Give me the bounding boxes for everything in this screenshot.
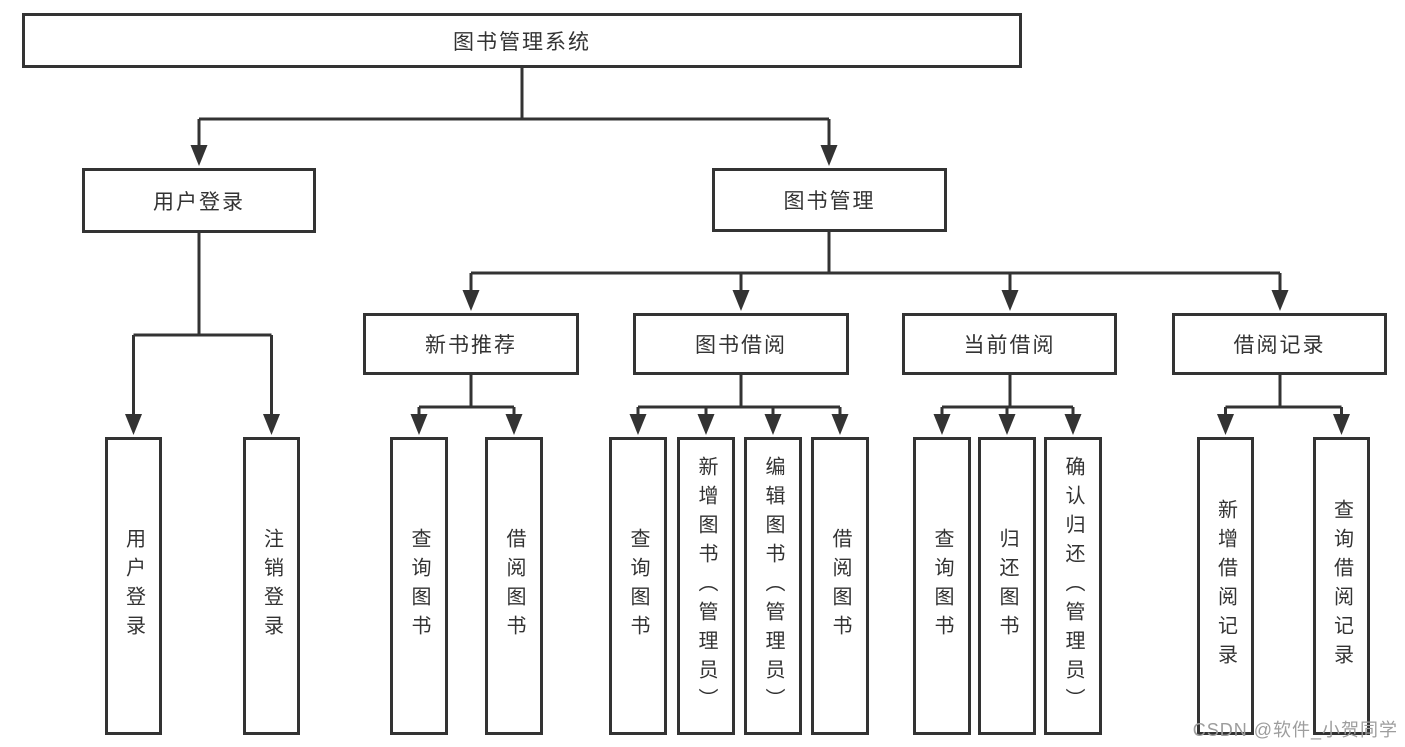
connector-root-to-level2 (197, 68, 831, 147)
leaf-current-confirm-admin: 确认归还（管理员） (1044, 437, 1102, 735)
leaf-current-confirm-admin-label: 确认归还（管理员） (1062, 455, 1084, 717)
arrowheads-new-book-branch (410, 414, 523, 435)
leaf-logout: 注销登录 (243, 437, 300, 735)
leaf-new-book-borrow: 借阅图书 (485, 437, 543, 735)
leaf-new-book-query: 查询图书 (390, 437, 448, 735)
arrowheads-user-login-branch (125, 414, 280, 435)
arrowheads-borrow-record-branch (1217, 414, 1350, 435)
node-new-book-recommend-label: 新书推荐 (425, 334, 517, 357)
leaf-user-login-label: 用户登录 (122, 528, 145, 644)
node-borrow-record: 借阅记录 (1172, 313, 1387, 375)
leaf-current-query: 查询图书 (913, 437, 971, 735)
arrowheads-current-borrow-branch (933, 414, 1082, 435)
leaf-record-add-label: 新增借阅记录 (1214, 499, 1237, 673)
arrowheads-level3 (462, 290, 1289, 311)
node-user-login-label: 用户登录 (153, 190, 245, 214)
leaf-logout-label: 注销登录 (260, 528, 283, 644)
node-book-management: 图书管理 (712, 168, 947, 232)
node-book-borrow-label: 图书借阅 (695, 334, 787, 357)
leaf-borrow-query-label: 查询图书 (627, 528, 649, 644)
leaf-borrow-add-admin-label: 新增图书（管理员） (695, 455, 717, 717)
node-book-management-label: 图书管理 (783, 190, 876, 213)
node-new-book-recommend: 新书推荐 (363, 313, 579, 375)
node-current-borrow-label: 当前借阅 (963, 334, 1056, 357)
connector-borrow-record-branch (1224, 375, 1343, 416)
connector-current-borrow-branch (940, 375, 1075, 416)
leaf-new-book-borrow-label: 借阅图书 (503, 528, 525, 644)
leaf-record-query: 查询借阅记录 (1313, 437, 1370, 735)
arrowheads-level2 (190, 145, 838, 166)
leaf-record-add: 新增借阅记录 (1197, 437, 1254, 735)
connector-new-book-branch (417, 375, 516, 416)
leaf-borrow-add-admin: 新增图书（管理员） (677, 437, 735, 735)
leaf-current-query-label: 查询图书 (931, 528, 953, 644)
node-current-borrow: 当前借阅 (902, 313, 1117, 375)
csdn-watermark: CSDN @软件_小贺同学 (1192, 720, 1398, 740)
connector-book-management-branch (469, 232, 1282, 292)
leaf-user-login: 用户登录 (105, 437, 162, 735)
leaf-record-query-label: 查询借阅记录 (1330, 499, 1353, 673)
node-book-borrow: 图书借阅 (633, 313, 849, 375)
leaf-borrow-edit-admin-label: 编辑图书（管理员） (762, 455, 784, 717)
connector-user-login-branch (132, 233, 273, 416)
leaf-current-return-label: 归还图书 (996, 528, 1018, 644)
leaf-borrow-book-label: 借阅图书 (829, 528, 851, 644)
leaf-new-book-query-label: 查询图书 (408, 528, 430, 644)
leaf-borrow-edit-admin: 编辑图书（管理员） (744, 437, 802, 735)
node-root-label: 图书管理系统 (453, 30, 591, 54)
connector-book-borrow-branch (636, 375, 842, 416)
leaf-borrow-query: 查询图书 (609, 437, 667, 735)
leaf-borrow-book: 借阅图书 (811, 437, 869, 735)
node-user-login: 用户登录 (82, 168, 316, 233)
node-borrow-record-label: 借阅记录 (1233, 334, 1326, 357)
node-root: 图书管理系统 (22, 13, 1022, 68)
leaf-current-return: 归还图书 (978, 437, 1036, 735)
arrowheads-book-borrow-branch (629, 414, 849, 435)
